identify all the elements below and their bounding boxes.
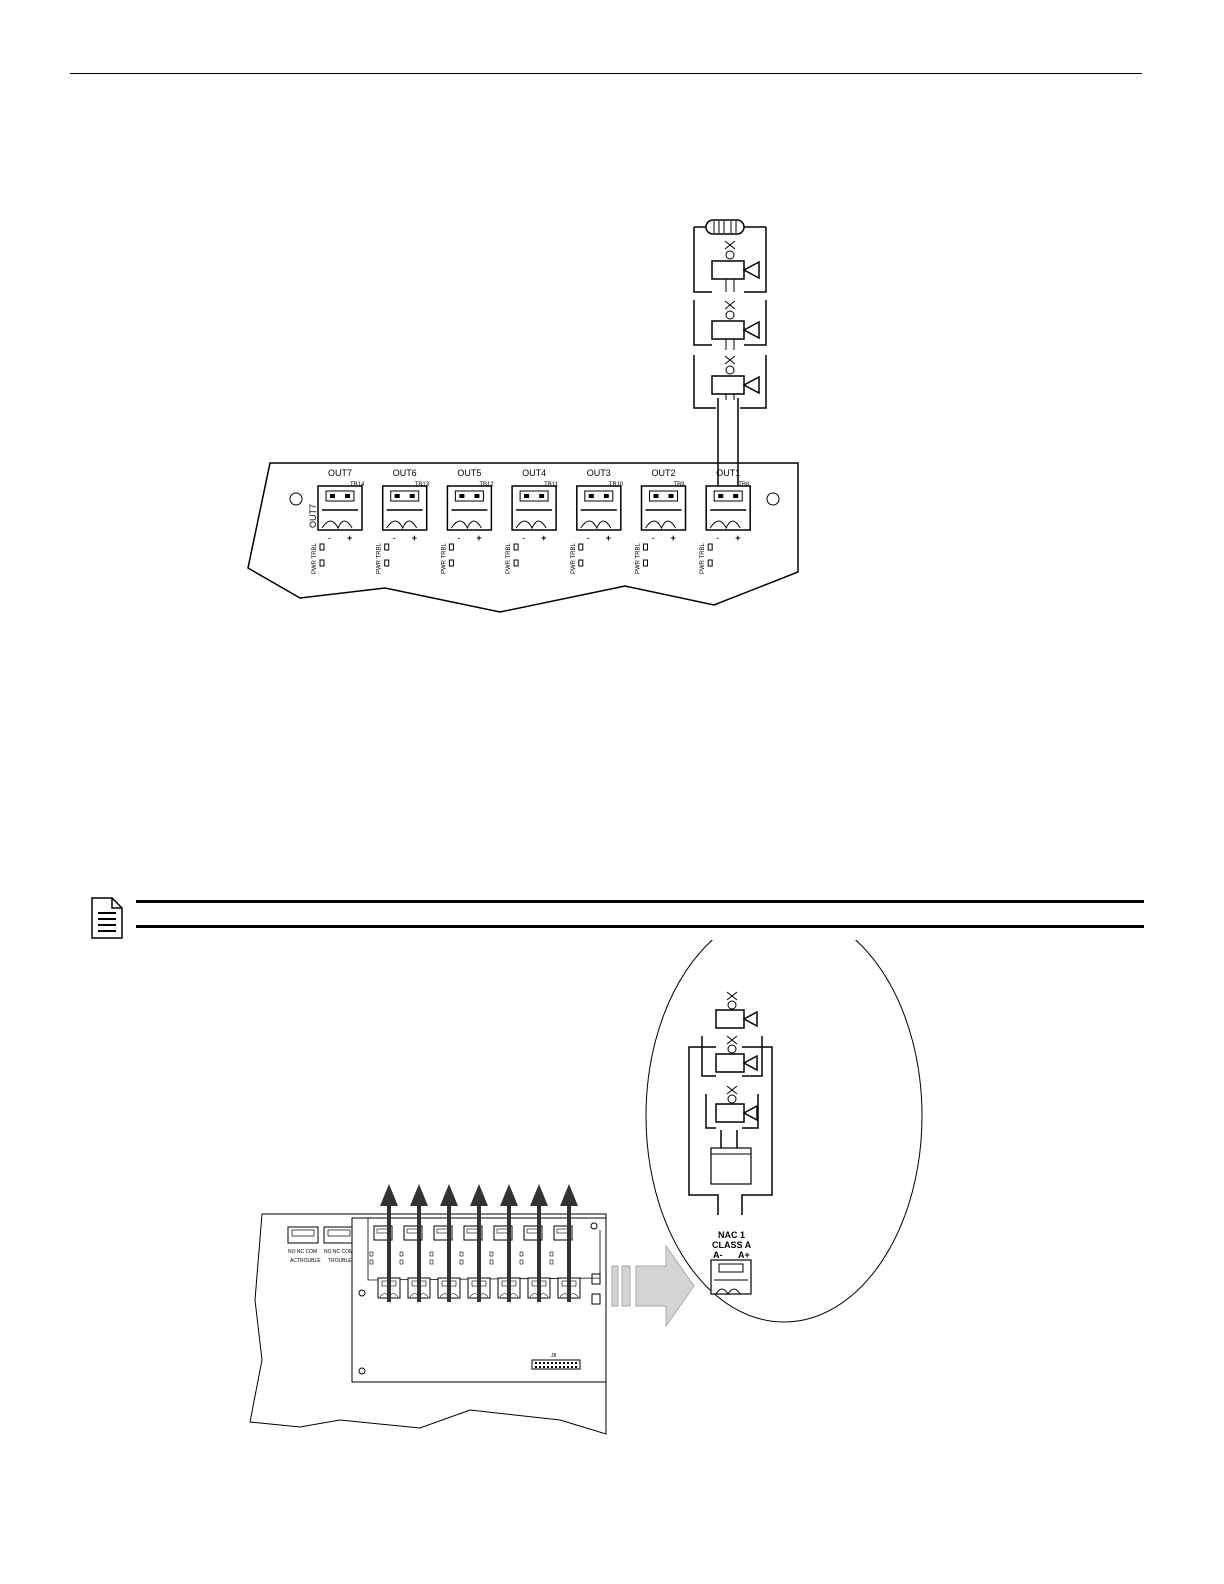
- led-label: PWR TRBL: [377, 542, 383, 574]
- terminal-block-detail: [711, 1148, 751, 1184]
- connector-label: J8: [551, 1353, 557, 1359]
- output-label: OUT6: [393, 468, 417, 478]
- board-side-label: OUT7: [308, 504, 318, 528]
- plus-label: +: [671, 533, 676, 543]
- expand-arrow-icon: [612, 1246, 694, 1326]
- output-label: OUT7: [328, 468, 352, 478]
- relay-terminals: NO NC COM ACTROUBLE NO NC COM TROUBLE: [288, 1227, 354, 1264]
- relay-name-label: TROUBLE: [328, 1258, 352, 1264]
- mounting-hole: [290, 493, 302, 505]
- horn-strobe-icon: [716, 992, 757, 1028]
- plus-label: +: [541, 533, 546, 543]
- nac-plus: A+: [738, 1250, 750, 1260]
- note-document-icon: [90, 896, 124, 940]
- plus-label: +: [606, 533, 611, 543]
- note-rule-top: [136, 900, 1144, 903]
- output-label: OUT3: [587, 468, 611, 478]
- led-label: PWR TRBL: [700, 542, 706, 574]
- led-label: PWR TRBL: [506, 542, 512, 574]
- minus-label: -: [522, 533, 525, 543]
- horn-strobe-icon: [712, 356, 759, 400]
- output-label: OUT2: [652, 468, 676, 478]
- eol-resistor-icon: [694, 220, 766, 234]
- relay-terms-label: NO NC COM: [288, 1249, 317, 1255]
- led-label: PWR TRBL: [441, 542, 447, 574]
- plus-label: +: [476, 533, 481, 543]
- nac-class: CLASS A: [712, 1240, 752, 1250]
- horn-strobe-icon: [716, 1086, 757, 1122]
- nac-minus: A-: [713, 1250, 723, 1260]
- figure-2-diagram: NO NC COM ACTROUBLE NO NC COM TROUBLE J8: [0, 940, 1224, 1460]
- plus-label: +: [347, 533, 352, 543]
- detail-callout-circle: [646, 940, 922, 1322]
- output-label: OUT5: [457, 468, 481, 478]
- minus-label: -: [587, 533, 590, 543]
- minus-label: -: [328, 533, 331, 543]
- mounting-hole: [767, 493, 779, 505]
- minus-label: -: [457, 533, 460, 543]
- output-label: OUT4: [522, 468, 546, 478]
- plus-label: +: [412, 533, 417, 543]
- relay-terms-label: NO NC COM: [324, 1249, 353, 1255]
- minus-label: -: [716, 533, 719, 543]
- led-label: PWR TRBL: [312, 542, 318, 574]
- horn-strobe-icon: [712, 301, 759, 350]
- plus-label: +: [735, 533, 740, 543]
- note-rule-bottom: [136, 925, 1144, 928]
- horn-strobe-icon: [712, 241, 759, 292]
- output-label: OUT1: [716, 468, 740, 478]
- horn-strobe-icon: [716, 1036, 757, 1072]
- nac-terminal: [711, 1260, 751, 1294]
- led-label: PWR TRBL: [571, 542, 577, 574]
- minus-label: -: [393, 533, 396, 543]
- nac-title: NAC 1: [718, 1230, 745, 1240]
- led-label: PWR TRBL: [636, 542, 642, 574]
- minus-label: -: [652, 533, 655, 543]
- relay-name-label: ACTROUBLE: [290, 1258, 321, 1264]
